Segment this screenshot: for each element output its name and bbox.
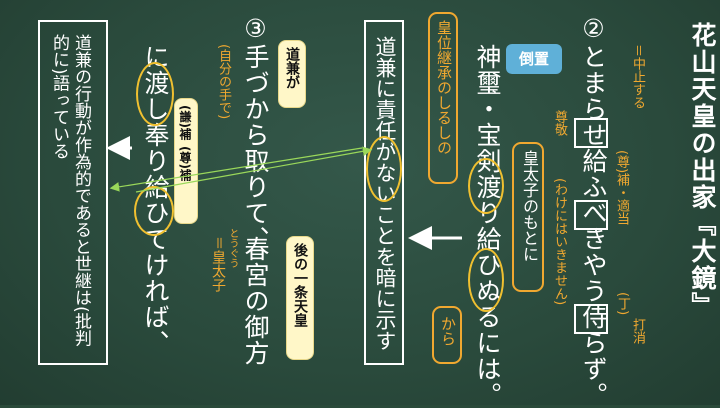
annotation-kotaishi: ＝皇太子 [210, 236, 226, 292]
line-2-number: ② [579, 14, 608, 44]
line-togu-text: 春宮の御方 [241, 236, 270, 366]
annotation-sonkei: 尊敬 [552, 110, 567, 136]
line-te-text: 手づから取りて、 [241, 44, 270, 252]
circle-watashi [136, 62, 174, 126]
mark-zu-box [574, 304, 608, 334]
toichi-label: 倒置 [506, 44, 562, 74]
box-michikane-ga: 道兼が [278, 40, 306, 108]
annotation-wake: (わけにはいきません) [552, 178, 567, 306]
annotation-jibun: (自分の手で) [216, 44, 231, 120]
annotation-togu-reading: とうぐう [227, 228, 238, 268]
mark-se-box [574, 118, 608, 148]
box-kara-text: から [439, 316, 457, 346]
mark-ki-box [574, 200, 608, 230]
arrow-green-1 [109, 147, 363, 192]
box-ken-son: (謙)補 (尊)補 [174, 98, 198, 224]
box-kotaishi: 皇太子のもとに [512, 142, 544, 292]
arrow-green-2 [135, 146, 373, 193]
box-ken-text: (謙)補 [178, 105, 192, 140]
annotation-son-hojo: (尊)補・適当 [614, 150, 629, 226]
box-goichijo: 後の一条天皇 [286, 236, 314, 360]
circle-nai [366, 136, 402, 202]
box-son-text: (尊)補 [178, 145, 192, 181]
circle-watari [468, 158, 504, 214]
box-kara: から [432, 306, 462, 364]
box-michikane-ga-text: 道兼が [284, 47, 300, 89]
box-kotaishi-text: 皇太子のもとに [520, 150, 539, 262]
box-goichijo-text: 後の一条天皇 [292, 243, 308, 327]
box-koui-text: 皇位継承のしるしの [435, 20, 453, 155]
circle-nuru [468, 248, 504, 312]
page-title: 花山天皇の出家『大鏡』 [688, 22, 717, 319]
box-conclusion-text: 道兼の行動が作為的であると世継は(批判的に)語っている [49, 34, 91, 347]
box-koui: 皇位継承のしるしの [428, 12, 458, 184]
box-conclusion: 道兼の行動が作為的であると世継は(批判的に)語っている [38, 20, 108, 365]
line-shinji-text: 神璽・宝剣渡り給ひぬるには。 [473, 44, 502, 408]
annotation-uchikeshi: 打消 [630, 318, 645, 344]
circle-tekere [134, 186, 174, 236]
line-2-text: とまらせ給ふべきやう侍らず。 [579, 44, 608, 408]
annotation-chushi: ＝中止する [630, 44, 645, 110]
annotation-tei: (丁) [615, 292, 630, 316]
line-3-number: ③ [241, 14, 270, 44]
